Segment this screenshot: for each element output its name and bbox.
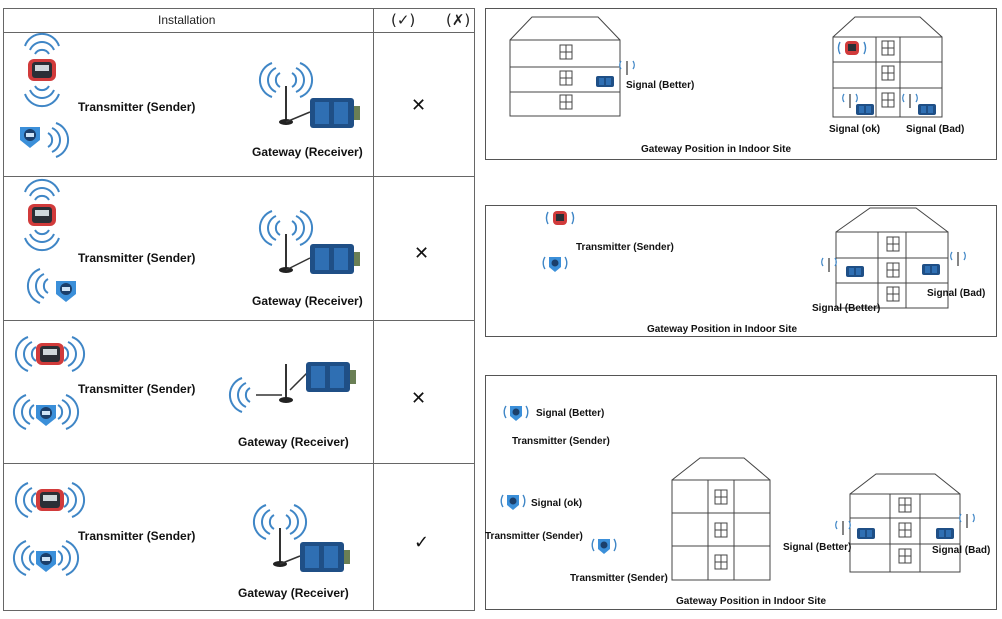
row-1-sender-label: Transmitter (Sender)	[78, 100, 196, 114]
panel-3-signal-better: Signal (Better)	[783, 542, 852, 553]
panel-2-building	[835, 207, 949, 309]
panel-1-signal-bad: Signal (Bad)	[906, 124, 965, 135]
row-2-result-mark: ✕	[414, 243, 430, 264]
row-1-illustration	[20, 32, 360, 158]
row-4-sender-label: Transmitter (Sender)	[78, 529, 196, 543]
panel-3-signal-ok: Signal (ok)	[531, 498, 583, 509]
row-3-result-mark: ✕	[411, 388, 427, 409]
installation-table: Installation (✓) (✗)	[3, 8, 475, 611]
panel-3	[485, 375, 997, 610]
row-divider	[3, 463, 475, 464]
row-1-result-mark: ✕	[411, 95, 427, 116]
panel-1-building-left	[509, 16, 621, 117]
panel-3-caption: Gateway Position in Indoor Site	[676, 596, 827, 607]
row-4-result-mark: ✓	[414, 532, 430, 553]
header-ok-symbol: (✓)	[391, 11, 416, 29]
panel-2-caption: Gateway Position in Indoor Site	[647, 324, 798, 335]
header-divider	[3, 32, 475, 33]
row-2-receiver-label: Gateway (Receiver)	[252, 294, 363, 308]
panel-1-building-right	[832, 16, 943, 118]
row-divider	[3, 176, 475, 177]
panel-3-signal-better-top: Signal (Better)	[536, 408, 605, 419]
panel-3-sender-3: Transmitter (Sender)	[570, 573, 668, 584]
header-installation: Installation	[158, 13, 216, 27]
column-divider	[373, 8, 374, 611]
row-4-receiver-label: Gateway (Receiver)	[238, 586, 349, 600]
panel-3-sender-2: Transmitter (Sender)	[485, 531, 583, 542]
panel-3-building-left	[671, 457, 771, 581]
panel-1-signal-better: Signal (Better)	[626, 80, 695, 91]
panel-1-signal-ok: Signal (ok)	[829, 124, 881, 135]
panel-2	[485, 205, 997, 337]
panel-2-signal-bad: Signal (Bad)	[927, 288, 986, 299]
row-3-illustration	[12, 336, 356, 430]
panel-3-sender-1: Transmitter (Sender)	[512, 436, 610, 447]
row-divider	[3, 320, 475, 321]
panel-2-sender-label: Transmitter (Sender)	[576, 242, 674, 253]
panel-2-signal-better: Signal (Better)	[812, 303, 881, 314]
row-2-sender-label: Transmitter (Sender)	[78, 251, 196, 265]
row-3-receiver-label: Gateway (Receiver)	[238, 435, 349, 449]
panel-3-signal-bad: Signal (Bad)	[932, 545, 991, 556]
panel-1-caption: Gateway Position in Indoor Site	[641, 144, 792, 155]
table-border	[3, 8, 475, 611]
row-3-sender-label: Transmitter (Sender)	[78, 382, 196, 396]
row-1-receiver-label: Gateway (Receiver)	[252, 145, 363, 159]
row-2-illustration	[24, 178, 360, 304]
row-4-illustration	[12, 482, 350, 576]
header-bad-symbol: (✗)	[446, 11, 471, 29]
panel-3-building-right	[849, 473, 961, 573]
